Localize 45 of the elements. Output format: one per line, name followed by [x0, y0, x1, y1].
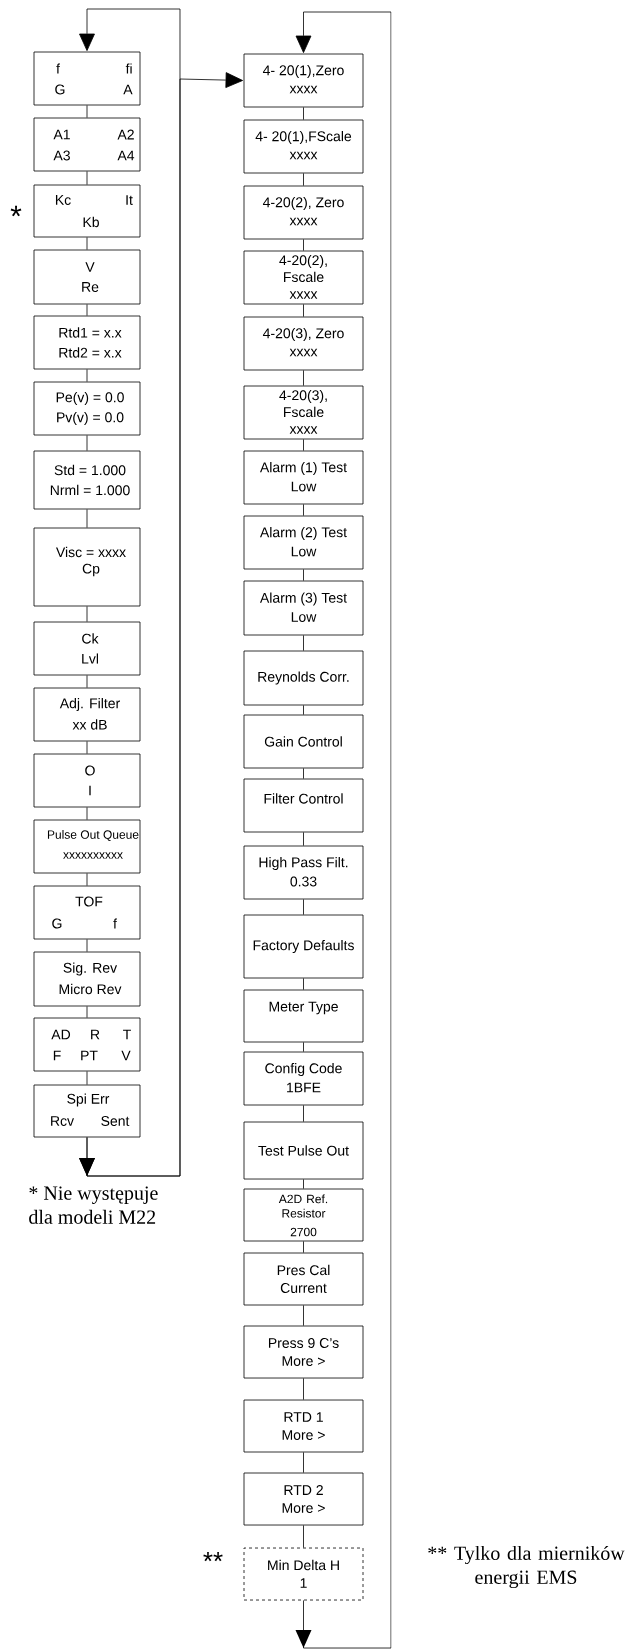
display-box: Spi Err Rcv Sent — [33, 1084, 141, 1138]
display-box: O I — [33, 753, 141, 808]
display-box: Filter Control — [243, 778, 364, 833]
display-box: V Re — [33, 249, 141, 305]
display-box: Kc It Kb — [33, 184, 141, 238]
display-box: f fi G A — [33, 51, 141, 106]
asterisk-note: ** — [203, 1552, 223, 1562]
display-box: Ck Lvl — [33, 621, 141, 676]
display-box: A1 A2 A3 A4 — [33, 117, 141, 172]
display-box: Sig. Rev Micro Rev — [33, 951, 141, 1007]
display-box: 4- 20(1),FScale xxxx — [243, 119, 364, 174]
display-box: Alarm (3) Test Low — [243, 580, 364, 636]
display-box: 4-20(3), Fscale xxxx — [243, 385, 364, 440]
display-box: High Pass Filt. 0.33 — [243, 845, 364, 900]
display-box: Pulse Out Queue xxxxxxxxxx — [33, 819, 141, 874]
display-box: Pe(v) = 0.0 Pv(v) = 0.0 — [33, 381, 141, 436]
display-box: 4- 20(1),Zero xxxx — [243, 53, 364, 108]
arrow — [79, 72, 243, 1177]
display-box: RTD 1 More > — [243, 1399, 364, 1453]
display-box: 4-20(3), Zero xxxx — [243, 316, 364, 371]
display-box: RTD 2 More > — [243, 1472, 364, 1526]
asterisk-note: * — [10, 205, 22, 217]
display-box: Rtd1 = x.x Rtd2 = x.x — [33, 315, 141, 370]
display-box: 4-20(2), Fscale xxxx — [243, 250, 364, 305]
arrow — [295, 11, 392, 1649]
display-box: 4-20(2), Zero xxxx — [243, 185, 364, 240]
display-box: Gain Control — [243, 714, 364, 769]
display-box: Std = 1.000 Nrml = 1.000 — [33, 450, 141, 510]
display-box: AD R T F PT V — [33, 1017, 141, 1072]
display-box: TOF G f — [33, 885, 141, 940]
display-box: Config Code 1BFE — [243, 1051, 364, 1106]
display-box: Alarm (2) Test Low — [243, 515, 364, 570]
display-box: Visc = xxxx Cp — [33, 527, 141, 607]
display-box: Test Pulse Out — [243, 1121, 364, 1180]
display-box: Pres Cal Current — [243, 1252, 364, 1306]
display-box: A2D Ref. Resistor 2700 — [243, 1188, 364, 1242]
display-box: Alarm (1) Test Low — [243, 450, 364, 505]
display-box: Min Delta H 1 — [243, 1547, 364, 1601]
display-box: Reynolds Corr. — [243, 650, 364, 706]
footnote: ** Tylko dla mierników energii EMS — [428, 1545, 625, 1589]
display-box: Adj. Filter xx dB — [33, 687, 141, 742]
display-box: Meter Type — [243, 989, 364, 1043]
footnote: * Nie występuje dla modeli M22 — [29, 1186, 158, 1224]
display-box: Factory Defaults — [243, 914, 364, 979]
display-box: Press 9 C’s More > — [243, 1325, 364, 1379]
